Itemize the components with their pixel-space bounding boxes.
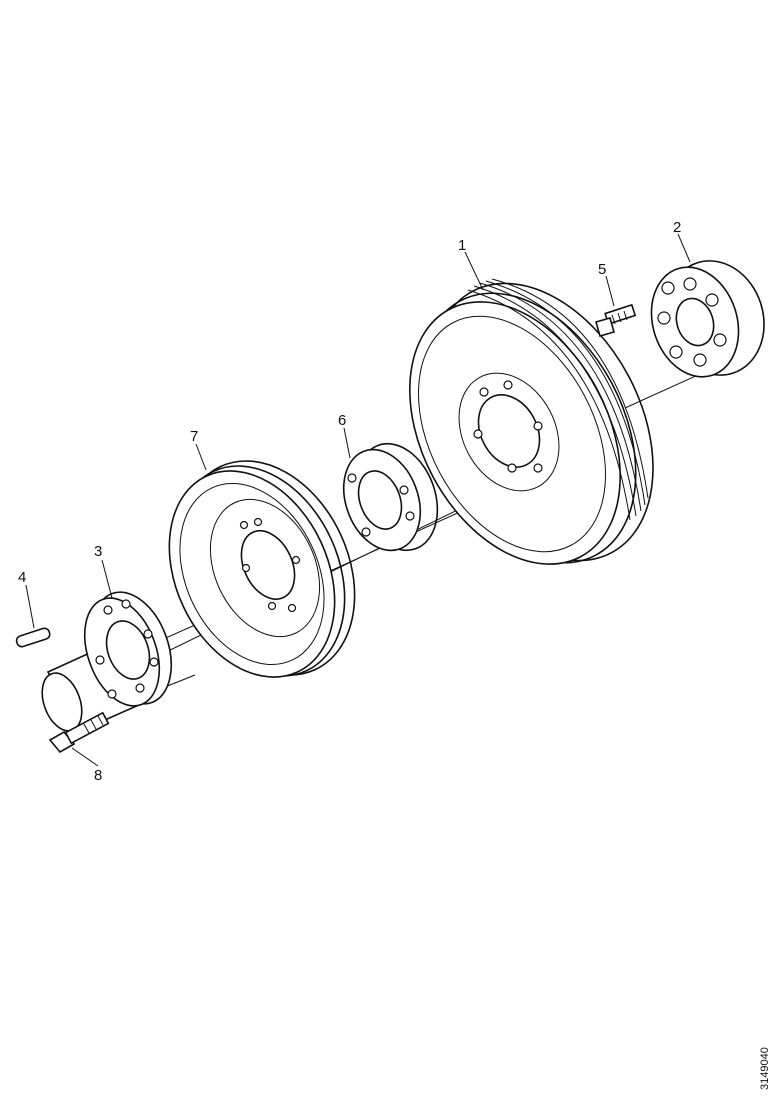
part-7-grooved-pulley xyxy=(168,460,356,678)
part-5-bolt xyxy=(595,303,637,337)
callout-leaders xyxy=(25,233,691,767)
callout-6-label: 6 xyxy=(338,412,346,429)
part-3-crank-hub xyxy=(41,591,173,734)
callout-5-label: 5 xyxy=(598,261,606,278)
callout-1-label: 1 xyxy=(458,237,466,254)
part-1-large-pulley xyxy=(409,278,654,565)
callout-8-label: 8 xyxy=(94,767,102,784)
callout-4-label: 4 xyxy=(18,569,26,586)
part-2-damper-hub xyxy=(650,260,765,378)
part-6-spacer-ring xyxy=(342,442,439,552)
callout-labels: 1 2 3 4 5 6 7 8 xyxy=(18,219,681,784)
callout-2-label: 2 xyxy=(673,219,681,236)
callout-7-label: 7 xyxy=(190,428,198,445)
part-4-key xyxy=(15,627,51,648)
reference-code: 3149040 xyxy=(759,1047,771,1090)
part-8-flanged-bolt xyxy=(48,711,110,754)
callout-3-label: 3 xyxy=(94,543,102,560)
